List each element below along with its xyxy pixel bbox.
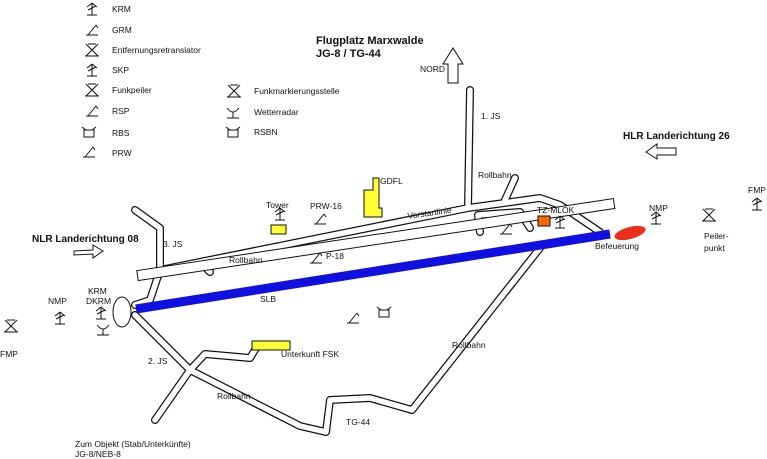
- prw16-icon: [313, 213, 327, 225]
- rollbahn-ne-label: Rollbahn: [478, 170, 512, 180]
- grm-center-icon: [346, 312, 360, 324]
- legend-wetterradar-label: Wetterradar: [254, 107, 299, 117]
- runway-threshold-west: [112, 296, 132, 328]
- nmp-east-label: NMP: [649, 203, 668, 213]
- peilerpunkt-icon: [701, 208, 717, 222]
- rollbahn-s-label: Rollbahn: [217, 391, 251, 401]
- unterkunft-label: Unterkunft FSK: [281, 349, 340, 359]
- legend-rsbn-label: RSBN: [254, 127, 278, 137]
- krm-west-icon: [95, 306, 107, 320]
- p18-label: P-18: [326, 251, 344, 261]
- hlr26-label: HLR Landerichtung 26: [623, 131, 730, 142]
- legend-grm-label: GRM: [112, 25, 132, 35]
- landing-direction-08-arrow: [73, 244, 104, 259]
- slb-label: SLB: [260, 294, 277, 304]
- prw16-label: PRW-16: [310, 201, 342, 211]
- nmp-west-icon: [54, 311, 66, 325]
- dkrm-west-icon: [96, 324, 110, 336]
- legend-prw-label: PRW: [112, 148, 132, 158]
- legend-krm-label: KRM: [112, 4, 131, 14]
- fmp-west-icon: [3, 319, 19, 333]
- legend-entfernung-label: Entfernungsretranslator: [112, 45, 201, 55]
- runway-edge: [136, 197, 616, 282]
- tower-label: Tower: [266, 200, 289, 210]
- legend-funkmark-label: Funkmarkierungsstelle: [254, 86, 340, 96]
- wetterradar-icon: [226, 107, 240, 119]
- objekt-label-1: Zum Objekt (Stab/Unterkünfte): [75, 439, 191, 449]
- map-title: Flugplatz Marxwalde: [316, 35, 424, 47]
- legend-funkpeiler-label: Funkpeiler: [112, 85, 152, 95]
- runway-slb: [135, 229, 611, 314]
- north-arrow-icon: [442, 47, 464, 84]
- legend-skp-label: SKP: [112, 65, 130, 75]
- rbs-icon: [81, 126, 97, 138]
- nlr08-label: NLR Landerichtung 08: [32, 234, 139, 245]
- nmp-west-label: NMP: [48, 296, 67, 306]
- tzmlok-label: TZ-MLOK: [537, 205, 575, 215]
- gdfl-label: GDFL: [380, 176, 403, 186]
- rollbahn-se-label: Rollbahn: [452, 340, 486, 350]
- peiler-label-2: punkt: [704, 243, 725, 253]
- js1-label: 1. JS: [481, 111, 501, 121]
- krm-icon: [86, 2, 98, 16]
- rsp-icon: [85, 105, 99, 117]
- nmp-east-icon: [650, 211, 662, 225]
- north-label: NORD: [420, 64, 446, 74]
- tower-building: [270, 224, 287, 235]
- prw-icon: [82, 146, 96, 158]
- legend-rsp-label: RSP: [112, 106, 130, 116]
- js2-label: 2. JS: [148, 356, 168, 366]
- js3-label: 3. JS: [163, 239, 183, 249]
- skp-icon: [86, 63, 98, 77]
- legend-rbs-label: RBS: [112, 128, 130, 138]
- fmp-east-label: FMP: [748, 185, 766, 195]
- landing-direction-26-arrow: [645, 143, 677, 160]
- krm-east-icon: [554, 215, 566, 229]
- rollbahn-w-label: Rollbahn: [229, 255, 263, 265]
- grm-icon: [85, 24, 99, 36]
- funkpeiler-icon: [84, 83, 100, 97]
- fmp-east-icon: [751, 197, 763, 211]
- rsbn-center-icon: [376, 306, 392, 318]
- dkrm-west-label: DKRM: [86, 296, 112, 306]
- tzmlok-building: [537, 215, 551, 227]
- funkmarkierungsstelle-icon: [226, 84, 242, 98]
- tg44-label: TG-44: [346, 417, 371, 427]
- peiler-label-1: Peiler-: [704, 231, 729, 241]
- unterkunft-building: [251, 340, 291, 351]
- befeuerung-label: Befeuerung: [595, 241, 639, 251]
- rsbn-icon: [225, 126, 241, 138]
- gdfl-building: [363, 177, 383, 218]
- krm-west-label: KRM: [88, 286, 107, 296]
- fmp-west-label: FMP: [0, 349, 18, 359]
- map-subtitle: JG-8 / TG-44: [316, 48, 381, 60]
- entfernungsretranslator-icon: [84, 43, 100, 57]
- objekt-label-2: JG-8/NEB-8: [75, 449, 121, 459]
- befeuerung-lights: [614, 225, 646, 241]
